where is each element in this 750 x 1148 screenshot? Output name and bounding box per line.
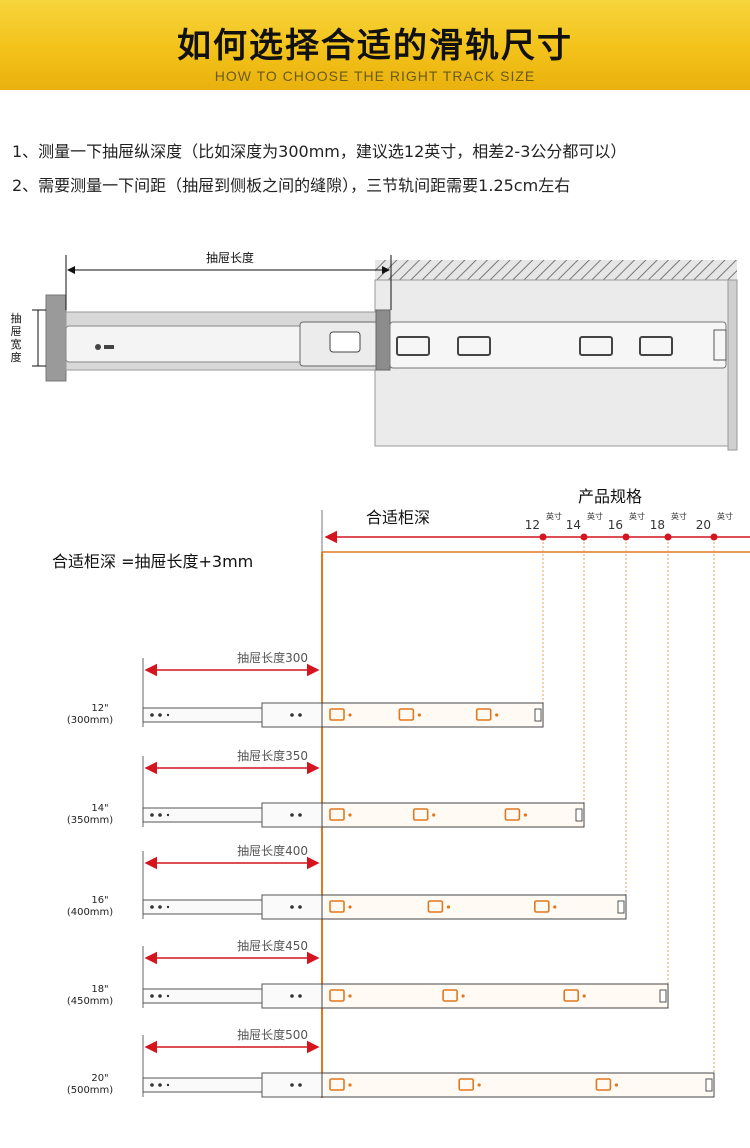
rail-mount-hole	[329, 900, 345, 913]
size-tick-unit: 英寸	[717, 511, 733, 521]
size-tick-dot	[580, 533, 588, 541]
size-tick-unit: 英寸	[671, 511, 687, 521]
rail-size-inch: 12"	[91, 703, 108, 714]
rail-size-mm: (300mm)	[67, 715, 113, 726]
drawer-length-label: 抽屉长度400	[237, 843, 308, 858]
size-tick-label: 12	[525, 518, 540, 532]
rail-end-stop	[617, 900, 625, 914]
size-tick-dot	[710, 533, 718, 541]
drawer-length-label: 抽屉长度	[206, 250, 254, 265]
rail-size-mm: (400mm)	[67, 907, 113, 918]
size-tick-unit: 英寸	[629, 511, 645, 521]
cabinet-top-hatch	[375, 260, 737, 280]
outer-rail	[321, 802, 585, 828]
drawer-width-char-4: 度	[11, 350, 22, 364]
rail-mount-hole	[458, 1078, 475, 1091]
rail-mount-hole	[563, 989, 580, 1002]
rail-mount-hole	[595, 1078, 612, 1091]
depth-formula: 合适柜深 =抽屉长度+3mm	[52, 552, 253, 571]
rail-mount-hole	[427, 900, 444, 913]
size-tick-label: 20	[696, 518, 711, 532]
size-ticks: 12 英寸 14 英寸 16 英寸 18 英寸 20 英寸	[525, 511, 733, 1075]
rail-mount-hole	[398, 708, 415, 721]
rail-size-inch: 18"	[91, 984, 108, 995]
size-tick-dot	[622, 533, 630, 541]
rail-size-inch: 20"	[91, 1073, 108, 1084]
drawer-width-char-3: 宽	[11, 337, 22, 351]
drawer-width-char-1: 抽	[11, 311, 22, 325]
outer-rail	[321, 983, 669, 1009]
size-tick-label: 18	[650, 518, 665, 532]
drawer-length-label: 抽屉长度450	[237, 938, 308, 953]
rail-mount-hole	[329, 708, 345, 721]
drawer-length-label: 抽屉长度500	[237, 1027, 308, 1042]
cabinet-depth-label: 合适柜深	[366, 508, 430, 527]
page-title: 如何选择合适的滑轨尺寸	[177, 26, 573, 66]
rail-end-stop	[534, 708, 542, 722]
drawer-side-diagram: 抽屉长度 抽 屉 宽 度	[11, 250, 738, 451]
drawer-length-label: 抽屉长度350	[237, 748, 308, 763]
spec-title: 产品规格	[578, 487, 642, 506]
size-tick-label: 14	[566, 518, 581, 532]
outer-rail	[389, 321, 727, 369]
inner-rail	[65, 325, 307, 363]
rail-mount-hole	[442, 989, 458, 1002]
drawer-length-label: 抽屉长度300	[237, 650, 308, 665]
size-tick-unit: 英寸	[546, 511, 562, 521]
rail-mount-hole	[412, 808, 429, 821]
instruction-line-2: 2、需要测量一下间距（抽屉到侧板之间的缝隙），三节轨间距需要1.25cm左右	[12, 176, 571, 195]
size-tick-dot	[664, 533, 672, 541]
rail-size-mm: (500mm)	[67, 1085, 113, 1096]
size-tick-label: 16	[608, 518, 623, 532]
size-spec-diagram: 产品规格 合适柜深 合适柜深 =抽屉长度+3mm 12 英寸 14 英寸 16 英寸 18 英…	[52, 487, 750, 1098]
rail-mount-hole	[329, 989, 345, 1002]
size-tick-unit: 英寸	[587, 511, 603, 521]
drawer-front	[45, 294, 67, 382]
rail-mount-hole	[504, 808, 521, 821]
rail-rows: 抽屉长度300 12"(300mm) 抽屉长度350 14"(350mm) 抽屉长度40…	[67, 650, 715, 1098]
rail-size-inch: 14"	[91, 803, 108, 814]
rail-stop	[375, 309, 391, 371]
outer-rail	[321, 702, 544, 728]
page-subtitle: HOW TO CHOOSE THE RIGHT TRACK SIZE	[214, 68, 536, 84]
rail-size-mm: (450mm)	[67, 996, 113, 1007]
rail-end-stop	[575, 808, 583, 822]
rail-size-mm: (350mm)	[67, 815, 113, 826]
rail-end-stop	[659, 989, 667, 1003]
size-tick-dot	[539, 533, 547, 541]
instruction-line-1: 1、测量一下抽屉纵深度（比如深度为300mm，建议选12英寸，相差2-3公分都可…	[12, 142, 627, 161]
rail-mount-hole	[329, 808, 345, 821]
rail-mount-hole	[329, 1078, 345, 1091]
rail-size-inch: 16"	[91, 895, 108, 906]
rail-mount-hole	[533, 900, 550, 913]
outer-rail	[321, 1072, 715, 1098]
drawer-width-char-2: 屉	[11, 325, 22, 338]
header-banner: 如何选择合适的滑轨尺寸 HOW TO CHOOSE THE RIGHT TRAC…	[0, 0, 750, 90]
outer-rail	[321, 894, 627, 920]
cabinet-back-panel	[727, 279, 738, 451]
rail-mount-hole	[475, 708, 492, 721]
rail-end-stop	[705, 1078, 713, 1092]
